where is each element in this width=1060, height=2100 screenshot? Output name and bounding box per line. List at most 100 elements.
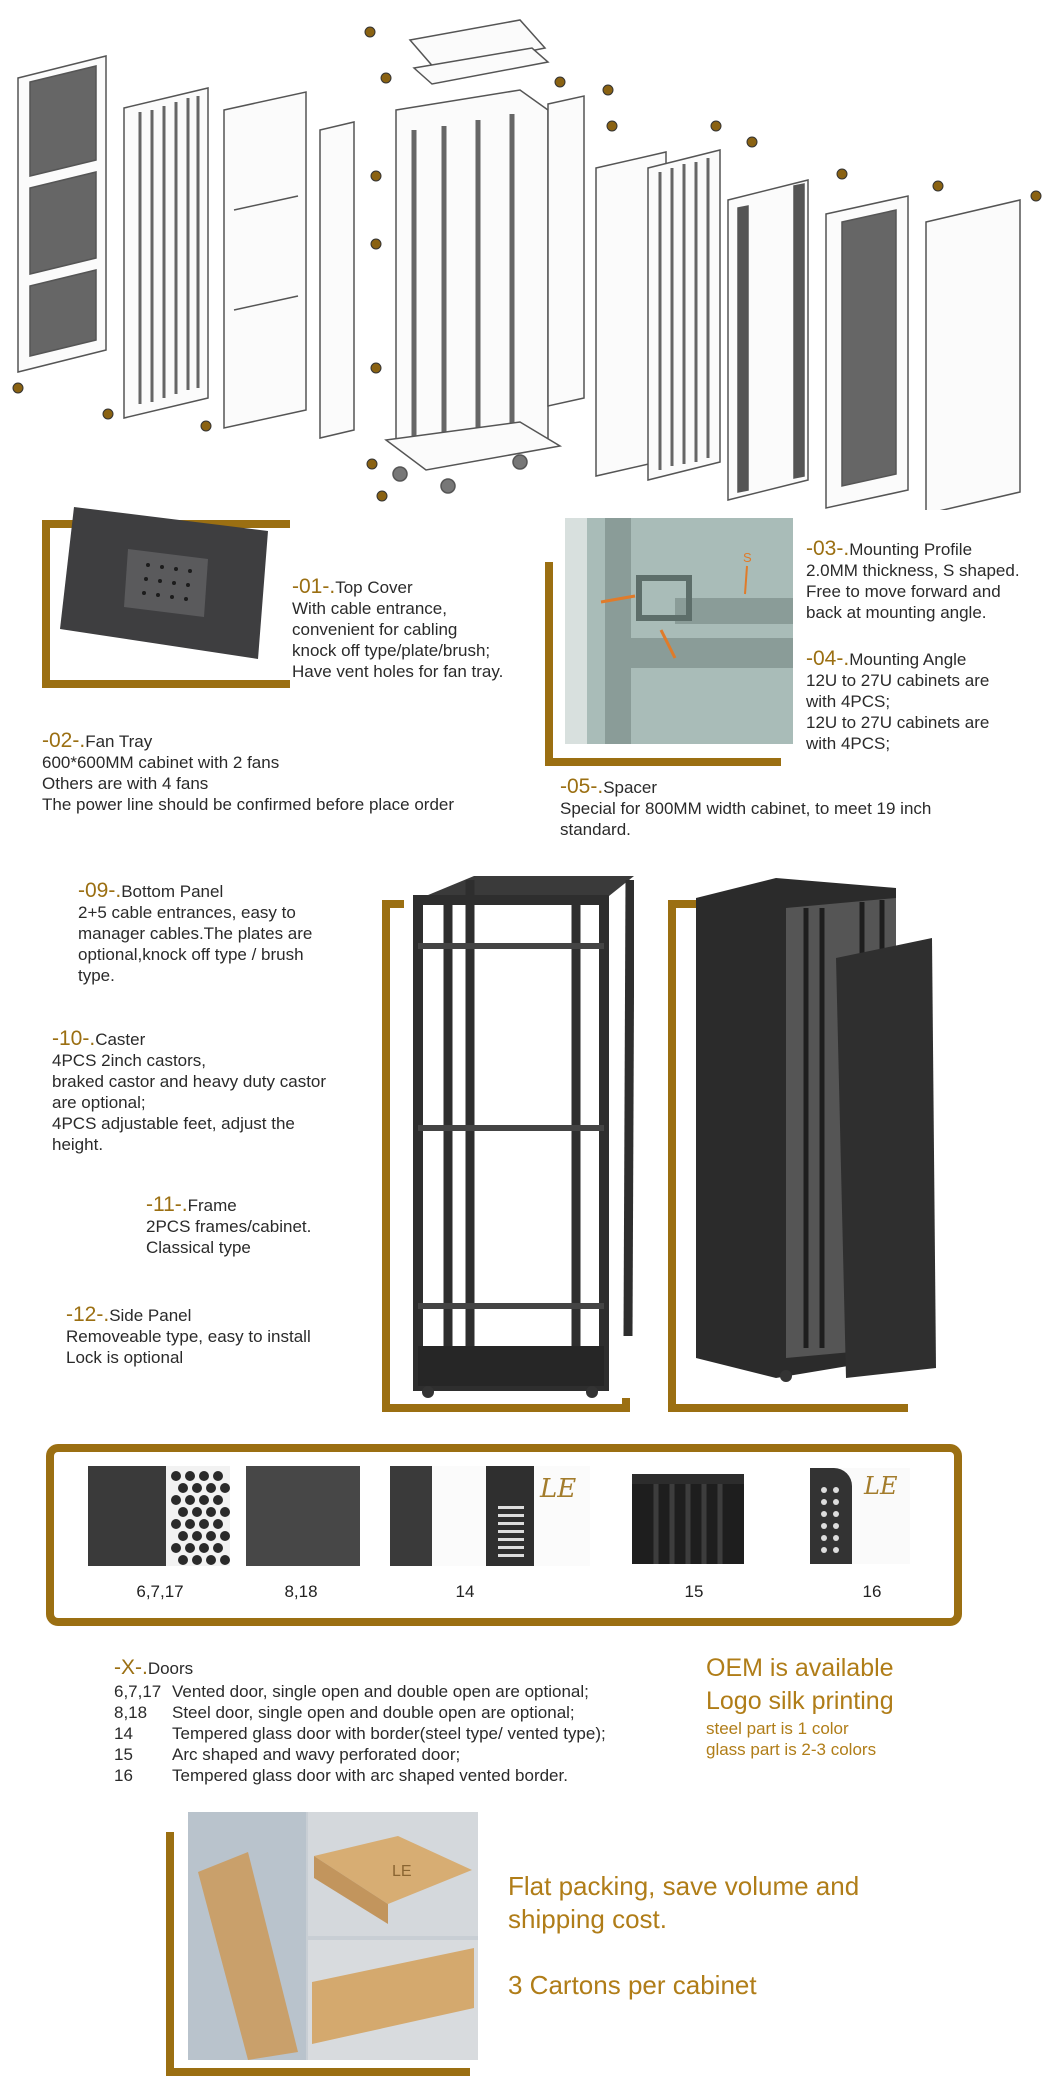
swatch-caption: 6,7,17 (136, 1582, 184, 1601)
caster-line: height. (52, 1135, 104, 1154)
doors-number: -X-. (114, 1656, 148, 1679)
swatch-caption: 15 (684, 1582, 704, 1601)
spacer-title: Spacer (603, 778, 658, 797)
door-row: 16 Tempered glass door with arc shaped ve… (114, 1765, 674, 1786)
mounting-angle-line: 12U to 27U cabinets are (806, 671, 990, 690)
swatch-caption: 14 (455, 1582, 475, 1601)
vent-holes-icon (821, 1487, 839, 1553)
packing-cartons: 3 Cartons per cabinet (508, 1970, 757, 2000)
mounting-profile-line: Free to move forward and (806, 582, 1001, 601)
brand-logo: LE (864, 1472, 898, 1500)
door-row-text: Tempered glass door with arc shaped vent… (172, 1766, 568, 1785)
mounting-profile-title: Mounting Profile (849, 540, 973, 559)
mounting-profile-number: -03-. (806, 537, 850, 560)
oem-available: OEM is available (706, 1654, 894, 1682)
caster-line: are optional; (52, 1093, 146, 1112)
oem-logo-printing: Logo silk printing (706, 1687, 894, 1715)
spacer-line: Special for 800MM width cabinet, to meet… (560, 799, 932, 818)
bottom-panel-line: 2+5 cable entrances, easy to (78, 903, 296, 922)
bottom-panel-line: optional,knock off type / brush (78, 945, 304, 964)
top-cover-line: convenient for cabling (292, 620, 458, 639)
open-frame-cabinet-photo (404, 866, 634, 1398)
feature-fan-tray: -02-.Fan Tray 600*600MM cabinet with 2 f… (42, 730, 454, 815)
mounting-angle-line: with 4PCS; (806, 692, 891, 711)
packing-bracket (166, 1832, 470, 2076)
top-cover-line: Have vent holes for fan tray. (292, 662, 504, 681)
feature-spacer: -05-.Spacer Special for 800MM width cabi… (560, 776, 931, 840)
caster-number: -10-. (52, 1027, 96, 1050)
spacer-line: standard. (560, 820, 631, 839)
oem-block: OEM is available Logo silk printing stee… (706, 1652, 1036, 1760)
oem-glass-colors: glass part is 2-3 colors (706, 1740, 877, 1759)
feature-bottom-panel: -09-.Bottom Panel 2+5 cable entrances, e… (78, 880, 312, 986)
bottom-panel-number: -09-. (78, 879, 122, 902)
bottom-panel-line: type. (78, 966, 115, 985)
door-row-key: 15 (114, 1745, 133, 1764)
feature-side-panel: -12-.Side Panel Removeable type, easy to… (66, 1304, 311, 1368)
feature-mounting-profile: -03-.Mounting Profile 2.0MM thickness, S… (806, 538, 1020, 623)
side-panel-title: Side Panel (109, 1306, 192, 1325)
mounting-angle-line: 12U to 27U cabinets are (806, 713, 990, 732)
swatch-glass-door: LE (390, 1466, 590, 1566)
wavy-perforation-icon (632, 1474, 744, 1564)
caster-line: 4PCS adjustable feet, adjust the (52, 1114, 295, 1133)
glass-door-left (223, 91, 307, 429)
caster-line: 4PCS 2inch castors, (52, 1051, 207, 1070)
mounting-angle-line: with 4PCS; (806, 734, 891, 753)
swatch-caption: 16 (862, 1582, 882, 1601)
door-row: 6,7,17 Vented door, single open and doubl… (114, 1681, 674, 1702)
frame-line: 2PCS frames/cabinet. (146, 1217, 312, 1236)
mounting-profile-line: 2.0MM thickness, S shaped. (806, 561, 1020, 580)
swatch-steel-door (246, 1466, 360, 1566)
top-cover-photo (60, 507, 268, 659)
frame-number: -11-. (146, 1193, 188, 1216)
top-cover-part (408, 19, 547, 71)
door-row-key: 16 (114, 1766, 133, 1785)
swatch-wavy-door (632, 1474, 744, 1564)
top-cover-line: knock off type/plate/brush; (292, 641, 491, 660)
top-cover-line: With cable entrance, (292, 599, 447, 618)
packing-photo: LE (188, 1812, 478, 2060)
spacer-photo: S (565, 518, 793, 744)
vent-slots-icon (498, 1506, 524, 1557)
bottom-panel-title: Bottom Panel (121, 882, 224, 901)
top-cover-number: -01-. (292, 575, 336, 598)
feature-mounting-angle: -04-.Mounting Angle 12U to 27U cabinets … (806, 648, 989, 754)
frame-part (395, 89, 549, 463)
swatch-vented-door (88, 1466, 230, 1566)
caster-line: braked castor and heavy duty castor (52, 1072, 327, 1091)
exploded-view-diagram (12, 19, 1042, 510)
side-panel-line: Removeable type, easy to install (66, 1327, 311, 1346)
packing-line-1: Flat packing, save volume and (508, 1871, 860, 1901)
fan-tray-line: Others are with 4 fans (42, 774, 209, 793)
vented-mesh-icon (166, 1466, 230, 1566)
door-row-text: Vented door, single open and double open… (172, 1682, 589, 1701)
swatch-caption: 8,18 (284, 1582, 318, 1601)
side-panel-line: Lock is optional (66, 1348, 184, 1367)
feature-frame: -11-.Frame 2PCS frames/cabinet. Classica… (146, 1194, 311, 1258)
door-swatch-frame (46, 1444, 962, 1626)
fan-tray-line: 600*600MM cabinet with 2 fans (42, 753, 280, 772)
brand-logo: LE (540, 1474, 577, 1504)
caster-title: Caster (95, 1030, 146, 1049)
packing-line-2: shipping cost. (508, 1904, 667, 1934)
door-row-key: 14 (114, 1724, 133, 1743)
packing-text: Flat packing, save volume and shipping c… (508, 1870, 928, 2002)
spacer-bracket (545, 562, 781, 766)
feature-caster: -10-.Caster 4PCS 2inch castors, braked c… (52, 1028, 326, 1155)
door-row-key: 6,7,17 (114, 1682, 162, 1701)
spacer-number: -05-. (560, 775, 604, 798)
mounting-angle-number: -04-. (806, 647, 850, 670)
fan-tray-line: The power line should be confirmed befor… (42, 795, 455, 814)
door-row-key: 8,18 (114, 1703, 148, 1722)
mounting-angle-title: Mounting Angle (849, 650, 967, 669)
frame-title: Frame (187, 1196, 237, 1215)
fan-tray-number: -02-. (42, 729, 86, 752)
top-cover-title: Top Cover (335, 578, 413, 597)
fan-tray-title: Fan Tray (85, 732, 153, 751)
closed-cabinet-photo (696, 878, 946, 1384)
frame-line: Classical type (146, 1238, 251, 1257)
